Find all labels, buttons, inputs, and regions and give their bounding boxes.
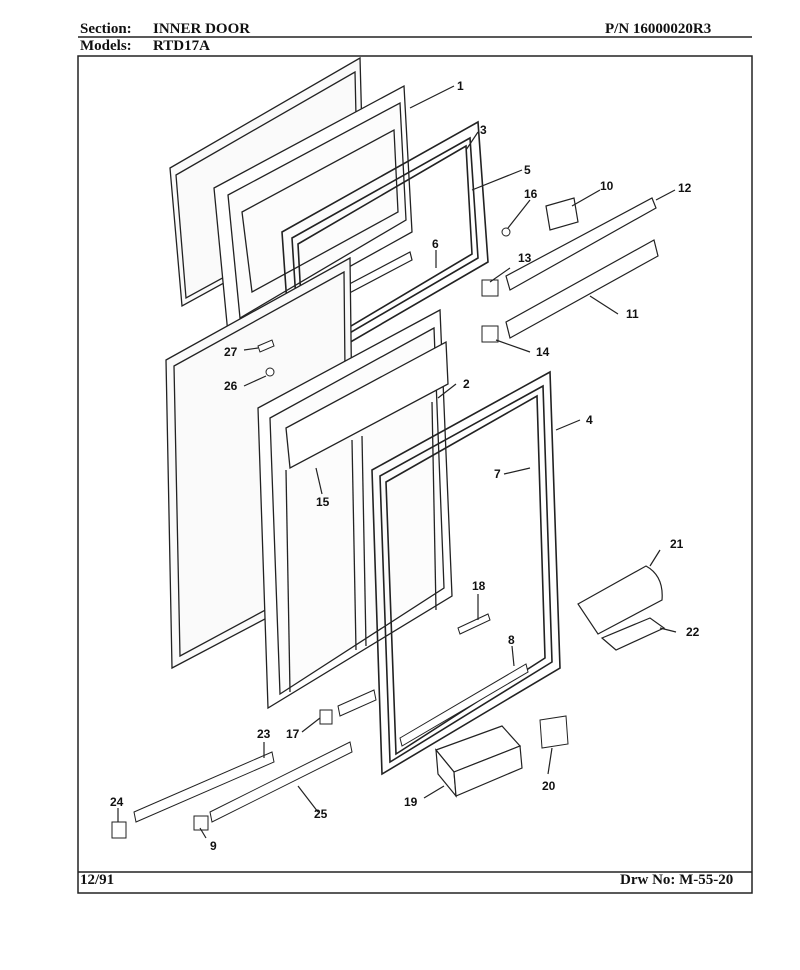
part-2-fresh-food-liner (257, 308, 453, 710)
diagram-frame (77, 36, 753, 894)
part-13-clip (481, 279, 499, 297)
callout-3: 3 (480, 123, 487, 137)
callout-1: 1 (457, 79, 464, 93)
models-value: RTD17A (153, 38, 210, 54)
callout-16: 16 (524, 187, 538, 201)
section-value: INNER DOOR (153, 21, 251, 37)
part-23-strip (133, 751, 275, 823)
part-number: P/N 16000020R3 (605, 21, 712, 37)
part-12-strip (505, 197, 657, 291)
callout-15: 15 (316, 495, 330, 509)
part-18-strip (457, 613, 491, 635)
drawing-number: Drw No: M-55-20 (620, 872, 734, 888)
callout-5: 5 (524, 163, 531, 177)
callout-24: 24 (110, 795, 124, 809)
part-27-strip (257, 339, 275, 353)
callout-8: 8 (508, 633, 515, 647)
callout-23: 23 (257, 727, 271, 741)
callout-21: 21 (670, 537, 684, 551)
part-17-strip (337, 689, 377, 717)
callout-25: 25 (314, 807, 328, 821)
callout-27: 27 (224, 345, 238, 359)
callout-7: 7 (494, 467, 501, 481)
callout-22: 22 (686, 625, 700, 639)
part-8-retainer (399, 663, 529, 747)
callout-19: 19 (404, 795, 418, 809)
leader-lines (117, 85, 677, 839)
callout-10: 10 (600, 179, 614, 193)
callout-12: 12 (678, 181, 692, 195)
part-25-strip (209, 741, 353, 823)
callout-17: 17 (286, 727, 300, 741)
section-label: Section: (80, 21, 132, 37)
part-9-cap (193, 815, 209, 831)
callout-2: 2 (463, 377, 470, 391)
callout-14: 14 (536, 345, 550, 359)
part-14-clip (481, 325, 499, 343)
part-10-bracket (545, 197, 579, 231)
part-4-fresh-food-gasket (371, 370, 561, 776)
callout-6: 6 (432, 237, 439, 251)
callout-11: 11 (626, 307, 639, 321)
part-11-strip (505, 239, 659, 339)
part-16-screw (501, 227, 511, 237)
models-label: Models: (80, 38, 132, 54)
part-19-egg-bin (434, 725, 523, 798)
part-17-clip (319, 709, 333, 725)
callout-9: 9 (210, 839, 217, 853)
part-26-screw (265, 367, 275, 377)
part-1-freezer-liner (213, 84, 413, 336)
callout-labels: 1 2 3 4 5 6 7 8 9 10 11 12 13 14 15 16 1… (110, 79, 700, 853)
part-20-bracket (539, 715, 569, 749)
part-24-cap (111, 821, 127, 839)
callout-20: 20 (542, 779, 556, 793)
part-22-dairy-shelf (600, 617, 666, 651)
callout-4: 4 (586, 413, 593, 427)
callout-18: 18 (472, 579, 486, 593)
callout-13: 13 (518, 251, 532, 265)
footer-date: 12/91 (80, 872, 115, 888)
callout-26: 26 (224, 379, 238, 393)
part-21-dairy-door (577, 565, 663, 635)
